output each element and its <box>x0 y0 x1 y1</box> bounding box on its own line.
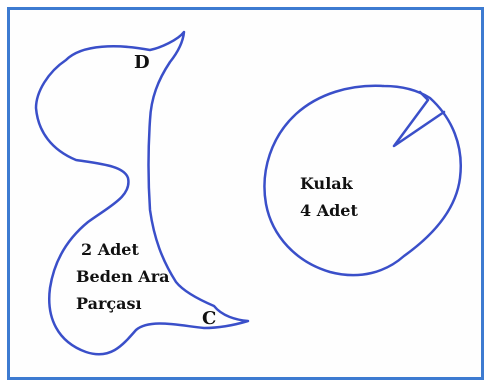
sheet-border <box>7 7 484 380</box>
body-piece-name-line1: Beden Ara <box>76 267 170 286</box>
ear-piece-label: Kulak 4 Adet <box>300 170 358 224</box>
ear-piece-outline <box>263 84 462 277</box>
point-c-label: C <box>202 308 217 329</box>
point-d-label: D <box>134 52 150 73</box>
body-piece-label: 2 Adet Beden Ara Parçası <box>76 236 169 317</box>
body-piece-quantity: 2 Adet <box>81 240 139 259</box>
ear-piece-name: Kulak <box>300 174 353 193</box>
ear-piece-quantity: 4 Adet <box>300 201 358 220</box>
ear-dart <box>392 90 446 148</box>
body-piece-outline <box>34 30 250 356</box>
body-piece-name-line2: Parçası <box>76 294 142 313</box>
